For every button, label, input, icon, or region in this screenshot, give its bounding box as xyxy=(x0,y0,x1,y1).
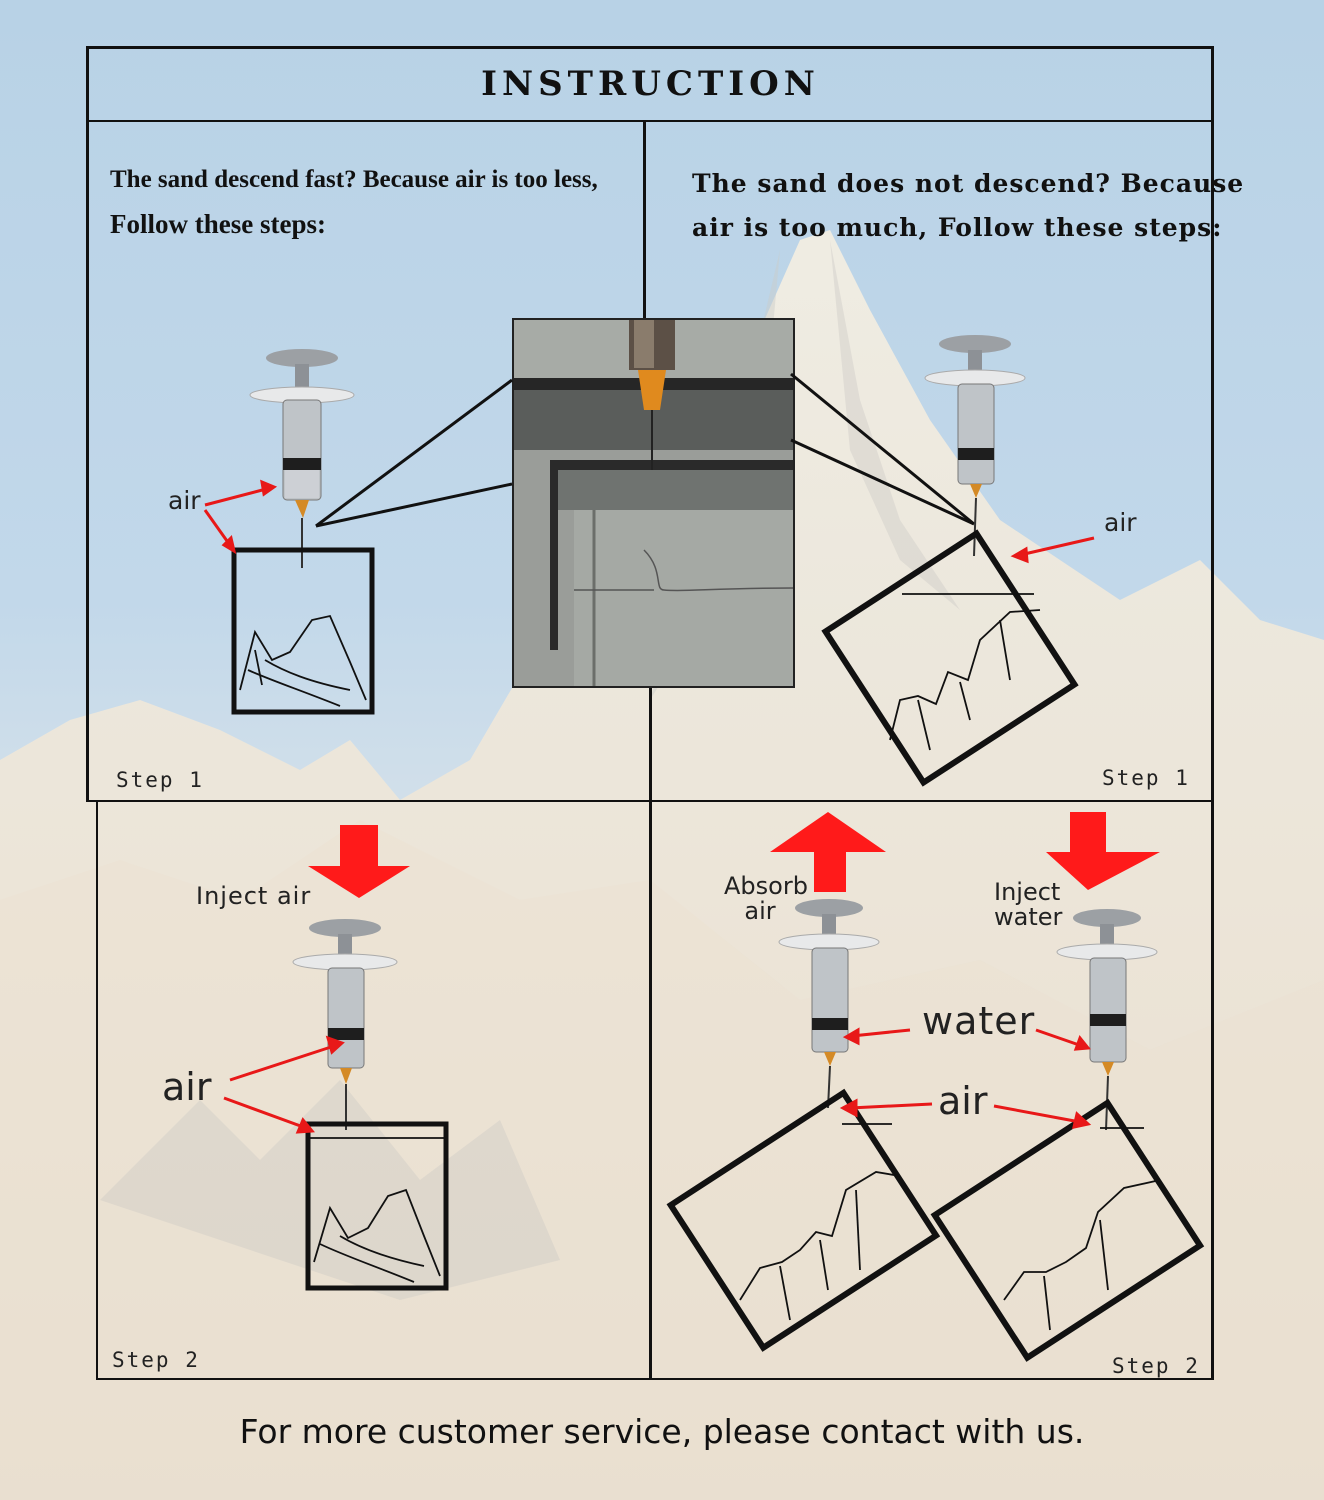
callout-lines xyxy=(315,372,975,528)
frame-top xyxy=(86,46,1214,49)
syringe-left-step1 xyxy=(249,349,355,568)
syringe-absorb xyxy=(778,899,880,1109)
mountain-sketch-left-step1 xyxy=(239,614,367,707)
inject-label-line2: water xyxy=(994,903,1063,932)
frame-left-step1 xyxy=(231,547,375,715)
frame-title-divider xyxy=(86,120,1214,122)
mountain-sketch-left-step2 xyxy=(310,1137,444,1283)
red-arrows xyxy=(308,812,1160,898)
frame-left xyxy=(86,46,89,802)
step2-label-right: Step 2 xyxy=(1112,1354,1200,1378)
step1-label-left: Step 1 xyxy=(116,768,204,792)
air-label-right-step2: air xyxy=(938,1079,988,1123)
left-heading-line1: The sand descend fast? Because air is to… xyxy=(110,166,598,193)
inject-label-line1: Inject xyxy=(994,878,1061,906)
footer-contact-text: For more customer service, please contac… xyxy=(239,1412,1085,1451)
water-label: water xyxy=(922,999,1036,1043)
air-label-left-step2: air xyxy=(162,1065,212,1109)
frame-middle-divider xyxy=(86,800,1214,802)
absorb-label-line1: Absorb xyxy=(724,872,808,900)
right-heading-line1: The sand does not descend? Because xyxy=(692,169,1245,198)
frame-bottom xyxy=(96,1378,1214,1380)
air-label-left-step1: air xyxy=(168,486,201,515)
absorb-label-line2: air xyxy=(744,897,776,926)
left-heading-line2: Follow these steps: xyxy=(110,209,326,239)
frame-left-lower xyxy=(96,800,98,1380)
step2-label-left: Step 2 xyxy=(112,1348,200,1372)
left-heading: The sand descend fast? Because air is to… xyxy=(110,158,598,246)
syringe-photo xyxy=(512,318,795,688)
right-heading: The sand does not descend? Because air i… xyxy=(692,162,1244,250)
air-label-right-step1: air xyxy=(1104,508,1137,537)
inject-water-label: Inject water xyxy=(994,878,1063,932)
mountain-sketch-right-step1 xyxy=(889,593,1041,751)
syringe-inject-water xyxy=(1056,909,1158,1131)
syringe-left-step2 xyxy=(292,919,398,1130)
frame-center-upper xyxy=(643,122,646,320)
right-heading-line2: air is too much, Follow these steps: xyxy=(692,213,1223,242)
step1-label-right: Step 1 xyxy=(1102,766,1190,790)
frame-right xyxy=(1211,46,1214,1380)
mountain-sketches-right-step2 xyxy=(739,1123,1161,1331)
frame-left-step2 xyxy=(305,1121,449,1291)
inject-air-label: Inject air xyxy=(196,882,312,910)
frame-center-lower xyxy=(649,684,652,1380)
absorb-air-label: Absorb air xyxy=(724,872,808,926)
page-title: INSTRUCTION xyxy=(481,64,820,104)
frame-inject-water xyxy=(930,1098,1205,1362)
frame-right-step1 xyxy=(821,529,1079,787)
red-pointer-arrows xyxy=(203,479,1095,1134)
syringe-right-step1 xyxy=(924,335,1026,557)
frame-absorb xyxy=(666,1088,941,1352)
